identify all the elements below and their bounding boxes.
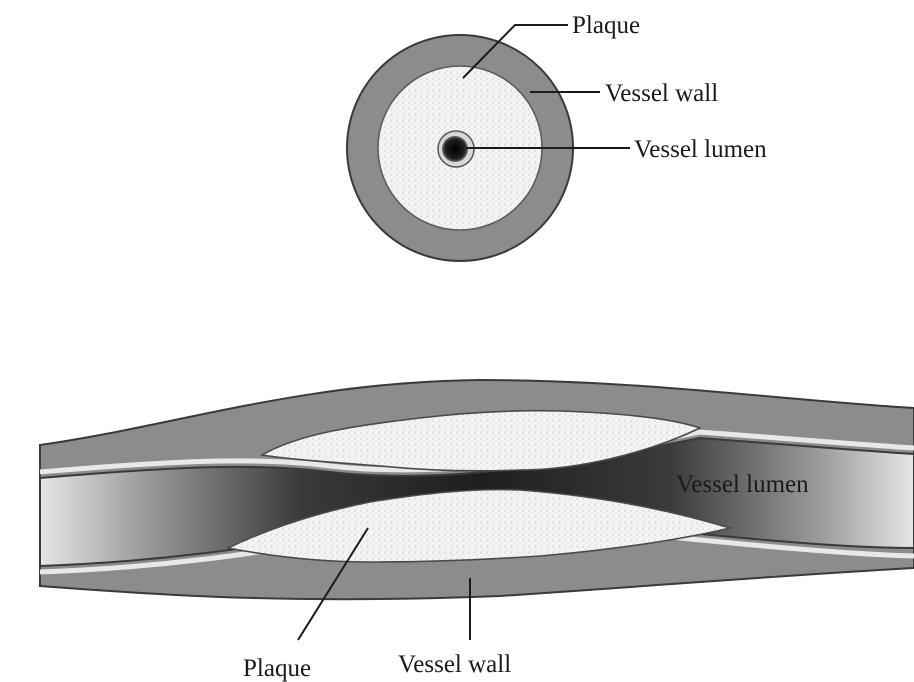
long-plaque-label: Plaque [243,655,311,682]
cross-plaque-label: Plaque [572,12,640,39]
cross-lumen-label: Vessel lumen [634,136,767,163]
longitudinal-section: Vessel lumen Plaque Vessel wall [40,380,914,682]
long-wall-label: Vessel wall [398,651,511,678]
long-lumen-label: Vessel lumen [676,471,809,498]
cross-section-lumen [442,136,468,162]
cross-section: Plaque Vessel wall Vessel lumen [347,12,767,261]
cross-wall-label: Vessel wall [605,80,718,107]
